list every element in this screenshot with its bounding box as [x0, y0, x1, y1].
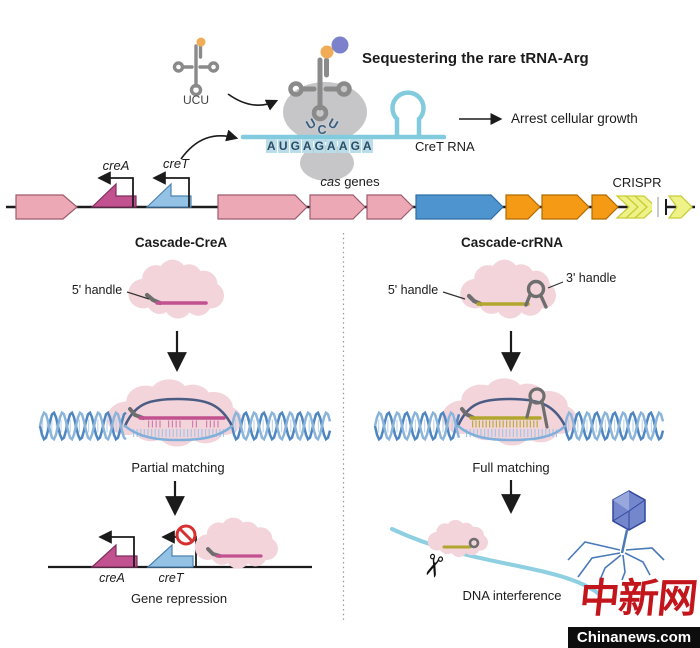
handle5-pointer-left [126, 291, 150, 300]
handle5-label-left: 5' handle [71, 283, 123, 297]
partial-matching-label: Partial matching [131, 460, 225, 475]
handle3-pointer [547, 281, 564, 289]
phage-icon [567, 490, 665, 581]
cret-rna-label: CreT RNA [415, 139, 475, 154]
crispr-label: CRISPR [612, 175, 662, 190]
cascade-cloud-on-dna [194, 517, 278, 569]
displaced-strand-right [456, 397, 567, 428]
full-matching-label: Full matching [472, 460, 550, 475]
creT-gene-flag [145, 182, 192, 208]
creA-flag-bottom [90, 543, 138, 568]
cascade-cloud-right [460, 259, 556, 319]
rloop-left [123, 397, 234, 442]
dna-helix-right [373, 410, 665, 442]
creT-label-top: creT [163, 156, 189, 171]
creA-tss-arrow [97, 171, 134, 207]
cascade-cloud-left [128, 259, 224, 319]
handle5-pointer-right [442, 291, 466, 300]
orange-gene-3 [591, 194, 619, 220]
creA-rna-left [144, 292, 208, 306]
displaced-strand [123, 397, 234, 428]
gene-arrows [15, 182, 619, 220]
cret-transcription-arrow [180, 129, 239, 160]
phage-tail [620, 529, 629, 554]
watermark-site-name: 中新网 [577, 576, 699, 622]
amino-acid-blue [331, 36, 349, 54]
orange-gene-1 [505, 194, 541, 220]
phage-legs [567, 541, 665, 581]
creA-label-bottom: creA [99, 571, 125, 585]
handle3-label: 3' handle [566, 271, 617, 285]
creT-label-bottom: creT [158, 571, 184, 585]
left-panel-title: Cascade-CreA [134, 235, 228, 250]
creT-tss-arrow [152, 171, 190, 207]
cas-gene-1 [217, 194, 308, 220]
template-strand-right [456, 424, 567, 442]
handle5-label-right: 5' handle [387, 283, 439, 297]
cret-rna-strand [240, 90, 447, 140]
creA-label-top: creA [102, 158, 130, 173]
dna-interference-scene [390, 490, 665, 596]
cret-sequence: A U G A G A A G A [266, 139, 373, 153]
figure-title: Sequestering the rare tRNA-Arg [362, 50, 589, 67]
rloop-right [456, 387, 567, 442]
gene-repression-caption: Gene repression [130, 591, 228, 606]
creT-flag-bottom [146, 543, 194, 568]
big-trna-icon [288, 36, 352, 122]
arrest-label: Arrest cellular growth [511, 111, 638, 126]
gene-repression-scene [48, 517, 312, 569]
anticodon-letter-2: C [317, 123, 327, 137]
handle3-bottom [468, 537, 480, 549]
cas-gene-blue [415, 194, 504, 220]
amino-acid-dot [196, 37, 206, 47]
cas-gene-3 [366, 194, 414, 220]
watermark-domain-bar: Chinanews.com [568, 627, 700, 648]
trna-charging-arrow [227, 93, 279, 111]
crispr-repeat-end [667, 195, 693, 219]
gene-arrow-pink-1 [15, 194, 78, 220]
creA-gene-flag [90, 182, 137, 208]
crispr-array [615, 195, 657, 219]
dna-helix-left [38, 410, 332, 442]
small-trna-icon [172, 37, 220, 97]
small-trna-anticodon-label: UCU [183, 93, 209, 107]
handle3-loop-rloop [528, 387, 546, 405]
amino-acid-orange [320, 45, 334, 59]
prohibition-sign [175, 524, 197, 546]
creA-tss-arrow-bottom [98, 530, 135, 567]
right-panel-title: Cascade-crRNA [460, 235, 564, 250]
orange-gene-2 [541, 194, 590, 220]
cas-gene-2 [309, 194, 366, 220]
cascade-cloud-on-phage-dna [427, 519, 488, 557]
sequence-break [652, 197, 667, 217]
crrna-right [466, 279, 548, 309]
dna-interference-caption: DNA interference [462, 588, 562, 603]
promoter-arrows-top [97, 171, 190, 207]
template-strand [123, 424, 234, 442]
handle3-loop [526, 279, 546, 299]
cas-genes-label: cas genes [320, 174, 380, 189]
